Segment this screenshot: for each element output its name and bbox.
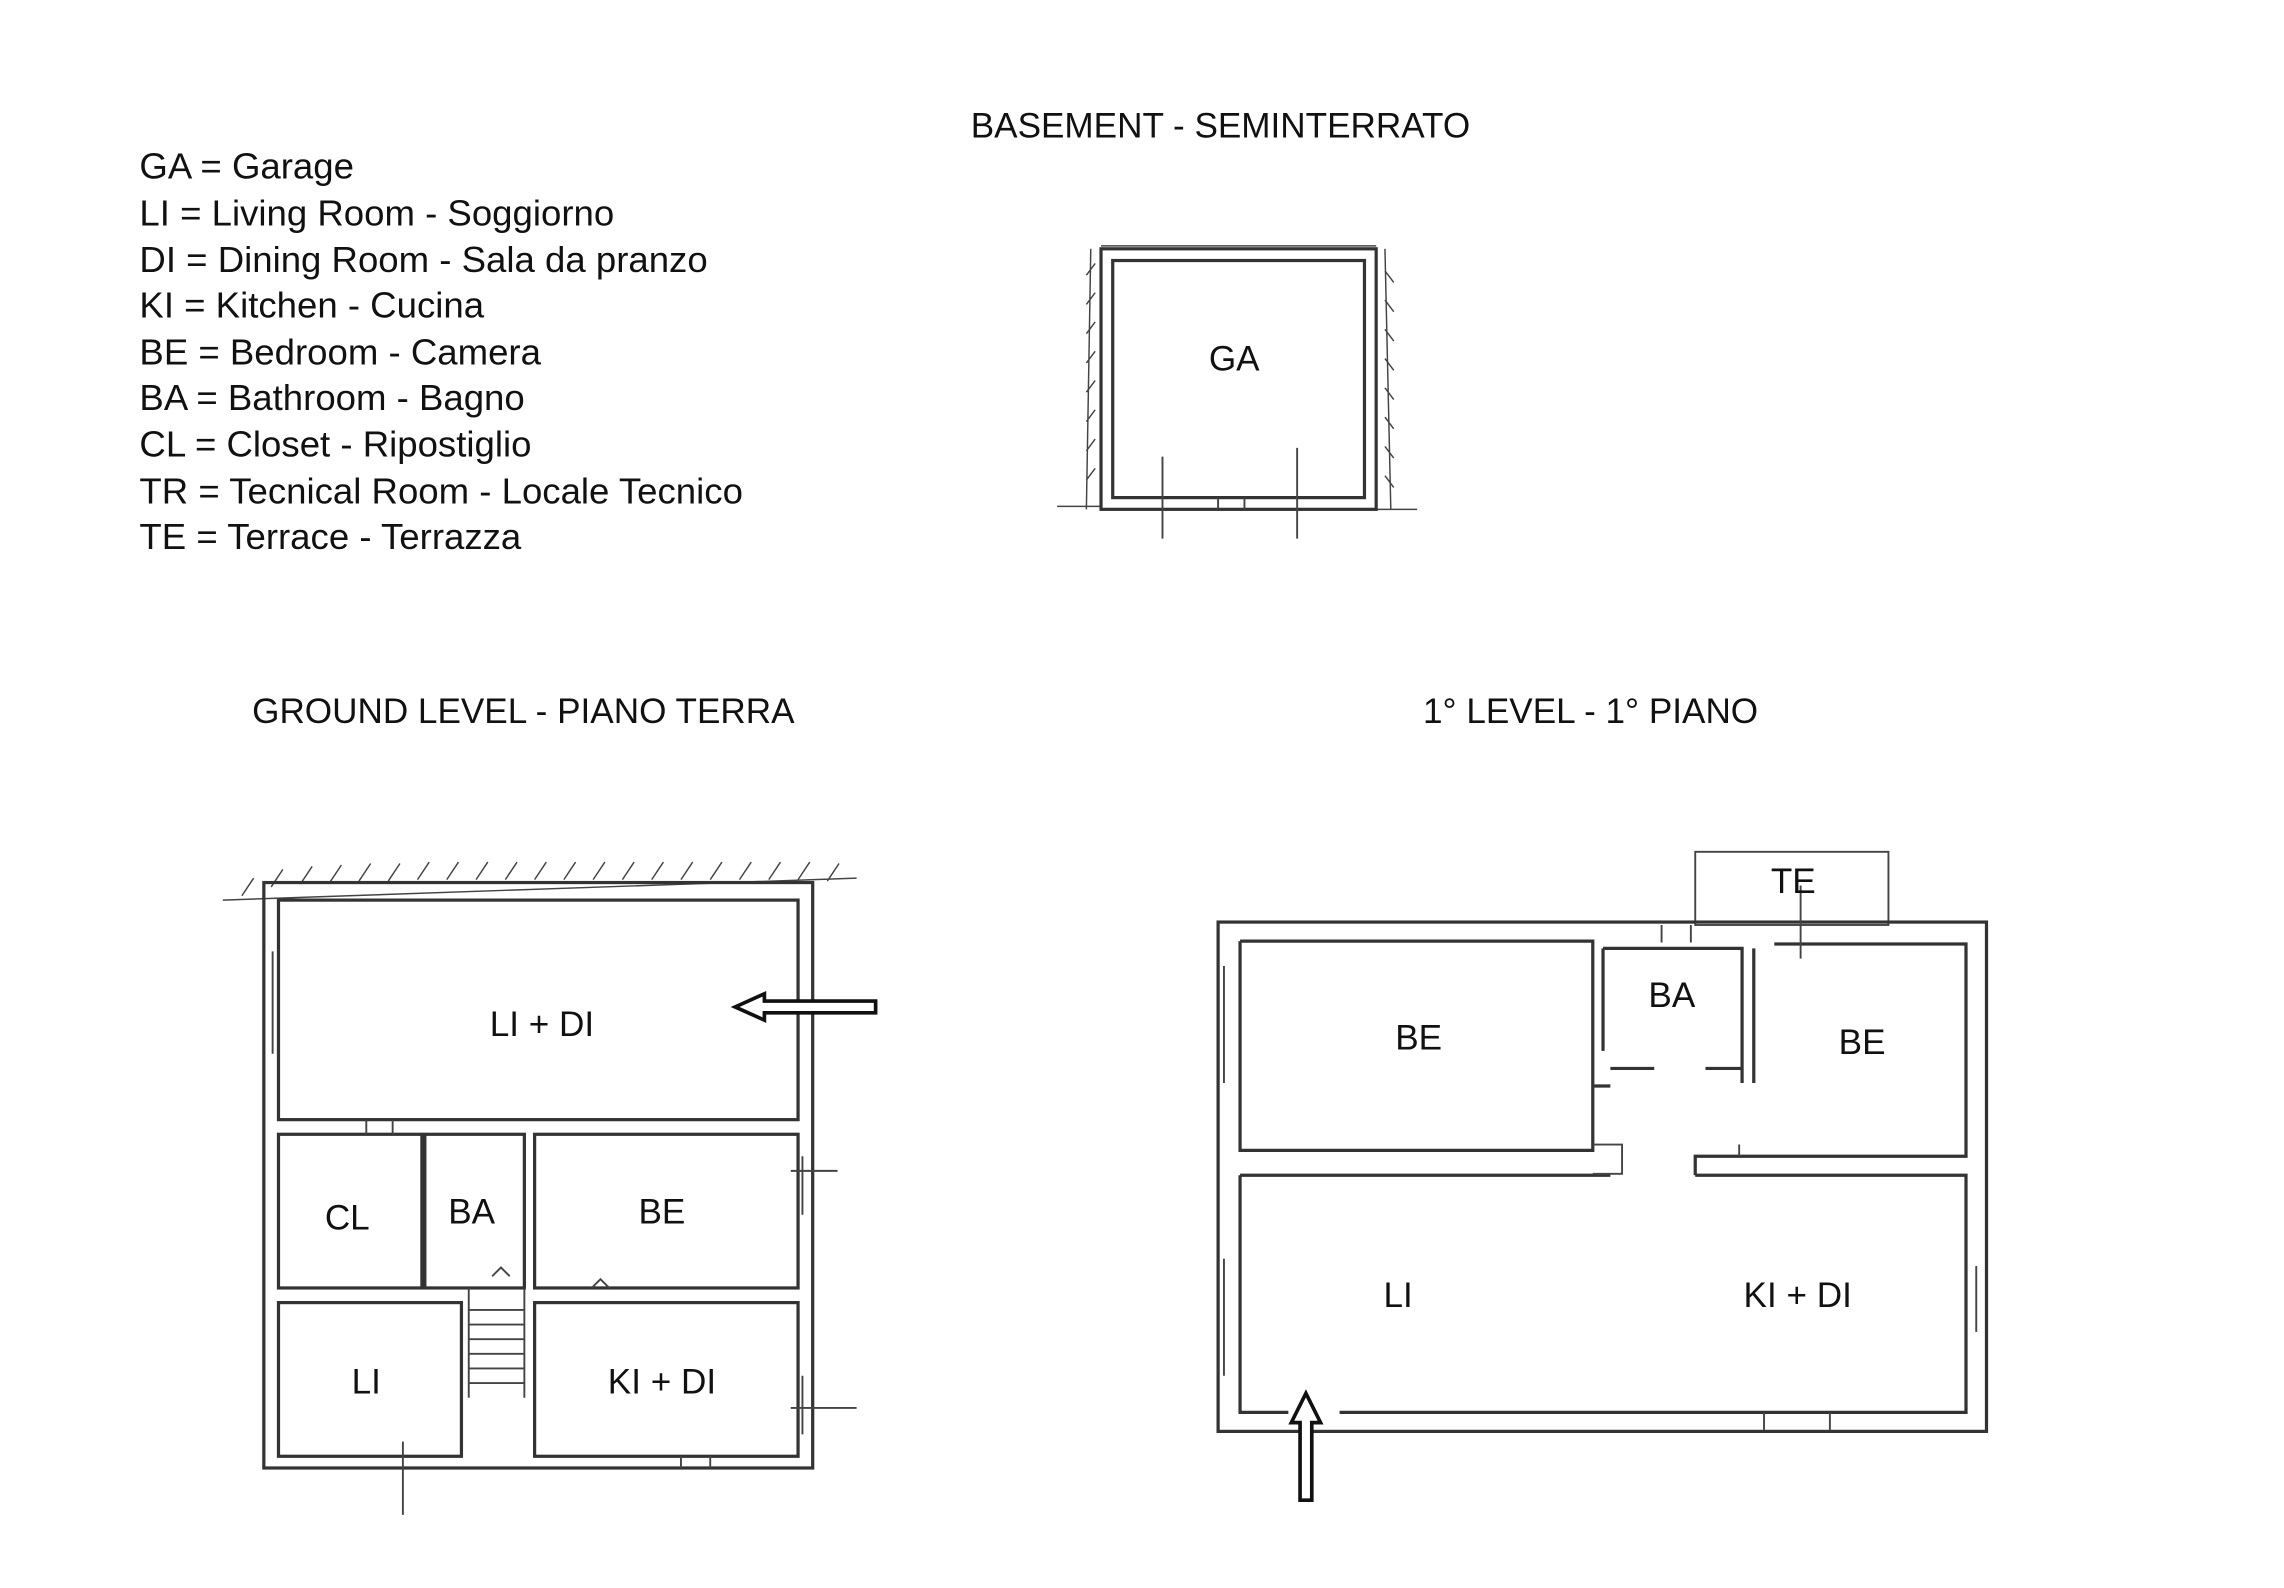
room-label-li-di: LI + DI [490,1005,594,1044]
room-label-be2: BE [1839,1023,1886,1062]
legend-item: TE = Terrace - Terrazza [139,516,521,557]
legend-item: BA = Bathroom - Bagno [139,377,524,418]
room-label-ba: BA [1648,976,1695,1015]
legend-item: BE = Bedroom - Camera [139,331,541,372]
room-li-ki-di [1238,1173,1968,1414]
basement-title: BASEMENT - SEMINTERRATO [971,107,1470,146]
terrain-hatch [222,861,857,901]
legend-item: CL = Closet - Ripostiglio [139,424,531,465]
legend-item: KI = Kitchen - Cucina [139,285,484,326]
room-label-ki-di: KI + DI [608,1362,716,1401]
terrace [1694,850,1890,926]
legend-item: TR = Tecnical Room - Locale Tecnico [139,470,743,511]
room-label-te: TE [1771,862,1816,901]
first-level-plan: 1° LEVEL - 1° PIANO TE BE BA BE LI KI + … [1216,692,1989,1503]
basement-inner-wall [1111,258,1367,500]
basement-outer-wall [1099,247,1378,511]
room-ba [423,1132,526,1290]
room-cl [276,1132,424,1290]
basement-plan: BASEMENT - SEMINTERRATO GA [971,107,1470,539]
legend-item: DI = Dining Room - Sala da pranzo [139,239,707,280]
room-label-ba: BA [448,1193,495,1232]
openings [1223,885,1978,1430]
room-be2 [1693,942,1968,1176]
room-label-ga: GA [1209,339,1260,378]
room-be1 [1238,939,1611,1152]
staircase [467,1287,526,1398]
room-label-li: LI [1383,1276,1412,1315]
legend-item: GA = Garage [139,146,354,187]
legend: GA = Garage LI = Living Room - Soggiorno… [139,146,743,557]
room-be [532,1132,800,1290]
entrance-arrow-icon [730,990,878,1023]
first-outer-wall [1216,920,1989,1434]
room-ba [1601,946,1744,1084]
legend-item: LI = Living Room - Soggiorno [139,192,614,233]
openings [271,951,857,1515]
room-label-be: BE [639,1193,686,1232]
ground-outer-wall [262,880,815,1470]
ground-level-plan: GROUND LEVEL - PIANO TERRA LI + DI CL BA… [222,692,878,1515]
first-title: 1° LEVEL - 1° PIANO [1423,692,1758,731]
room-label-li: LI [352,1362,381,1401]
room-ki-di [532,1300,800,1458]
entrance-arrow-icon [1288,1389,1324,1503]
room-label-be1: BE [1395,1018,1442,1057]
ground-title: GROUND LEVEL - PIANO TERRA [252,692,795,731]
room-li [276,1300,464,1458]
terrain-hatch [1057,245,1418,511]
garage-door-marks [1161,447,1299,539]
room-label-ki-di: KI + DI [1744,1276,1852,1315]
room-label-cl: CL [325,1198,370,1237]
